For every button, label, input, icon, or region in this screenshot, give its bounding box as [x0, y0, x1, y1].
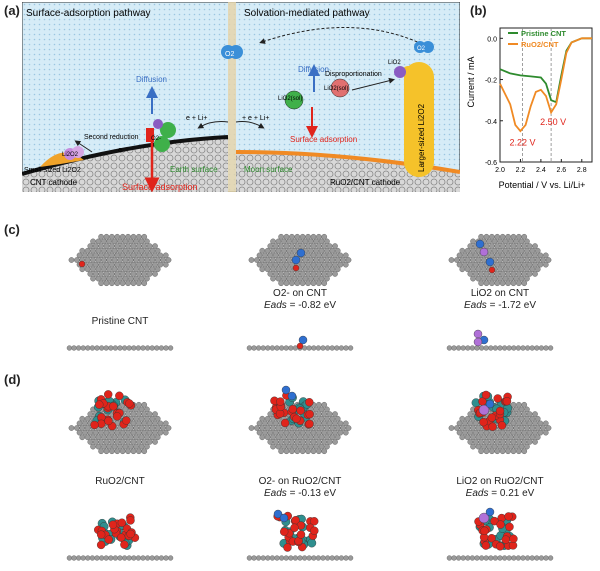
electron-label: e — [118, 147, 122, 154]
ruo2-sheet-side-0 — [66, 555, 174, 561]
panel-label-c: (c) — [4, 222, 20, 237]
caption-lio2-on-cnt: LiO2 on CNT Eads = -1.72 eV — [464, 288, 536, 311]
caption-lio2-on-ruo2: LiO2 on RuO2/CNT Eads = 0.21 eV — [456, 476, 544, 499]
cnt-structures-svg — [66, 233, 554, 351]
caption-o2-on-cnt: O2- on CNT Eads = -0.82 eV — [264, 288, 336, 311]
o2-minus-text: O2- — [151, 136, 161, 142]
series-line-1 — [499, 37, 592, 133]
chart-x-label: Potential / V vs. Li/Li+ — [499, 180, 586, 190]
cv-chart-svg: Current / mA Potential / V vs. Li/Li+ 2.… — [466, 27, 593, 190]
ruo2-adsorption-models: RuO2/CNT O2- on RuO2/CNT Eads = -0.13 eV… — [0, 372, 600, 566]
lio2-solvated — [284, 78, 350, 110]
lio2-sol-text: LiO2(sol) — [278, 96, 302, 102]
ruo2-structures-svg — [66, 385, 554, 561]
y-tick-label-0: 0.0 — [487, 36, 497, 43]
o2-text-right: O2 — [417, 46, 426, 52]
panel-label-d: (d) — [4, 372, 21, 387]
cnt-sheet-top-2 — [448, 233, 552, 287]
annotation-2-50: 2.50 V — [540, 117, 566, 127]
caption-o2-on-ruo2: O2- on RuO2/CNT Eads = -0.13 eV — [258, 476, 342, 499]
x-tick-label-2: 2.4 — [536, 167, 546, 174]
ruo2-sheet-top-1 — [248, 401, 352, 455]
moon-surface-label: Moon surface — [244, 165, 293, 174]
li2o2-molecule — [64, 146, 84, 160]
cv-chart: Current / mA Potential / V vs. Li/Li+ 2.… — [462, 2, 600, 192]
caption-ruo2-cnt: RuO2/CNT — [95, 476, 145, 487]
x-tick-label-3: 2.6 — [556, 167, 566, 174]
cnt-sheet-top-0 — [68, 233, 172, 287]
surface-adsorption-right-label: Surface adsorption — [290, 135, 357, 144]
disproportionation-label: Disproportionation — [325, 71, 382, 78]
pathway-divider — [228, 2, 236, 192]
left-pathway-title: Surface-adsorption pathway — [26, 8, 151, 19]
y-tick-label-3: -0.6 — [485, 160, 497, 167]
chart-frame — [499, 27, 593, 163]
y-tick-label-1: -0.2 — [485, 78, 497, 85]
lio2-adsorbate-cnt — [473, 239, 496, 347]
x-tick-label-0: 2.0 — [495, 167, 505, 174]
x-tick-label-4: 2.8 — [577, 167, 587, 174]
chart-y-label: Current / mA — [466, 56, 476, 107]
annotation-2-22: 2.22 V — [509, 138, 535, 148]
ruo2-cluster-top-0 — [90, 390, 136, 431]
li2o2-small-text: Li2O2 — [62, 152, 79, 158]
o2-molecule-right — [414, 41, 434, 53]
electron-li-left: e + Li+ — [186, 115, 207, 122]
lio2-near-deposit — [394, 66, 414, 78]
lio2-sol-text-2: LiO2(sol) — [324, 86, 348, 92]
legend-label-1: RuO2/CNT — [521, 40, 559, 49]
surface-adsorption-left-label: Surface adsorption — [122, 182, 198, 192]
cnt-sheet-side-1 — [246, 345, 354, 351]
ruo2-cathode-label: RuO2/CNT cathode — [330, 178, 401, 187]
cnt-cathode-label: CNT cathode — [30, 178, 78, 187]
cnt-sheet-top-1 — [248, 233, 352, 287]
o2-adsorbate-ruo2 — [273, 385, 297, 523]
ruo2-cluster-top-2 — [471, 390, 513, 431]
ruo2-cluster-side-0 — [94, 513, 140, 550]
y-tick-label-2: -0.4 — [485, 119, 497, 126]
lio2-deposit-text: LiO2 — [388, 60, 401, 66]
schematic-svg: Surface-adsorption pathway Solvation-med… — [21, 1, 461, 193]
x-tick-label-1: 2.2 — [516, 167, 526, 174]
ruo2-cluster-top-1 — [270, 391, 314, 429]
diffusion-left-label: Diffusion — [136, 75, 167, 84]
ruo2-sheet-side-2 — [446, 555, 554, 561]
legend-label-0: Pristine CNT — [521, 29, 566, 38]
cnt-adsorption-models: Pristine CNT O2- on CNT Eads = -0.82 eV … — [0, 222, 600, 362]
earth-surface-label: Earth surface — [170, 165, 218, 174]
o2-molecule — [221, 45, 243, 59]
diffusion-right-label: Diffusion — [298, 65, 329, 74]
second-reduction-label: Second reduction — [84, 134, 139, 141]
panel-label-a: (a) — [4, 3, 20, 18]
ruo2-cluster-side-2 — [474, 512, 518, 551]
cnt-cathode-surface — [21, 135, 229, 176]
cnt-sheet-side-2 — [446, 345, 554, 351]
o2-text: O2 — [225, 51, 234, 58]
larger-li2o2-label: Larger-sized Li2O2 — [417, 103, 426, 172]
ruo2-cluster-side-1 — [273, 511, 319, 552]
lio2-adsorbed-left — [146, 119, 176, 152]
cnt-sheet-side-0 — [66, 345, 174, 351]
lio2-adsorbate-ruo2 — [478, 399, 495, 524]
right-pathway-title: Solvation-mediated pathway — [244, 8, 370, 19]
electron-li-right: + e + Li+ — [242, 115, 269, 122]
large-li2o2-deposit — [404, 62, 434, 177]
mechanism-schematic: Surface-adsorption pathway Solvation-med… — [21, 1, 461, 193]
ruo2-sheet-side-1 — [246, 555, 354, 561]
panel-label-b: (b) — [470, 3, 487, 18]
caption-pristine-cnt: Pristine CNT — [91, 316, 149, 327]
o2-adsorbate-cnt — [291, 248, 308, 350]
small-li2o2-label: Small-sized Li2O2 — [24, 167, 81, 174]
